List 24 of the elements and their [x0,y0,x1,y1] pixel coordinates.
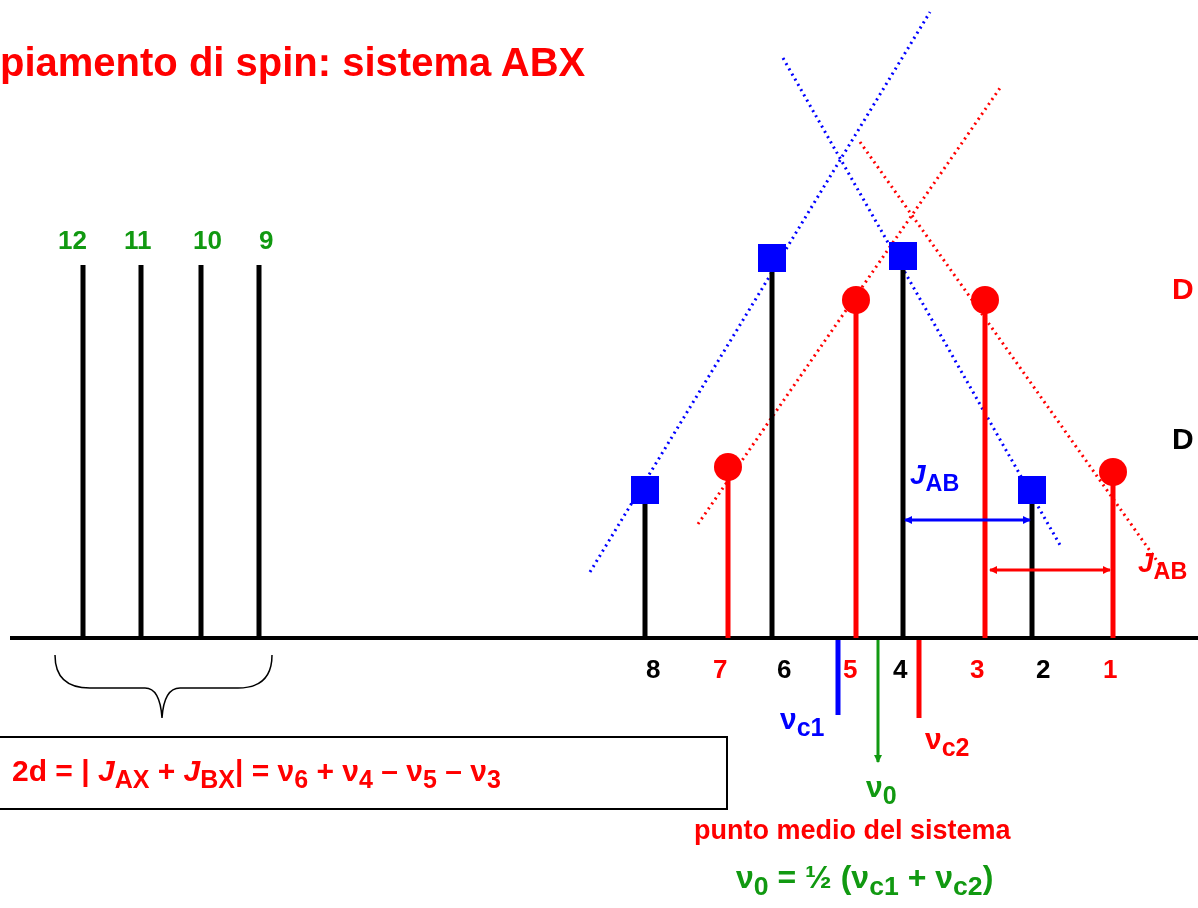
label: D [1172,272,1194,305]
peak-number: 3 [970,655,985,684]
peak-number: 6 [777,655,792,684]
frequency-label: ν$_{0}$ [866,770,897,810]
note: punto medio del sistema [694,816,1011,846]
peak-number: 10 [193,226,222,255]
label: D [1172,422,1194,455]
peak-number: 7 [713,655,728,684]
peak-number: 8 [646,655,661,684]
peak-number: 11 [124,226,152,255]
equation: ν$_{0}$ = ½ (ν$_{c1}$ + ν$_{c2}$) [736,860,994,902]
coupling-label: J$_{AB}$ [1138,548,1188,585]
coupling-label: J$_{AB}$ [910,460,960,497]
frequency-label: ν$_{c2}$ [925,722,970,762]
frequency-label: ν$_{c1}$ [780,702,825,742]
peak-number: 12 [58,226,87,255]
formula-box [0,736,728,810]
peak-number: 5 [843,655,858,684]
formula: 2d = | J$_{AX}$ + J$_{BX}$| = ν$_{6}$ + ν$_{4}$ – ν$_{5}$ – ν$_{3}$ [12,754,501,794]
peak-number: 1 [1103,655,1118,684]
peak-number: 4 [893,655,908,684]
peak-number: 9 [259,226,274,255]
peak-number: 2 [1036,655,1051,684]
title: piamento di spin: sistema ABX [0,40,586,84]
